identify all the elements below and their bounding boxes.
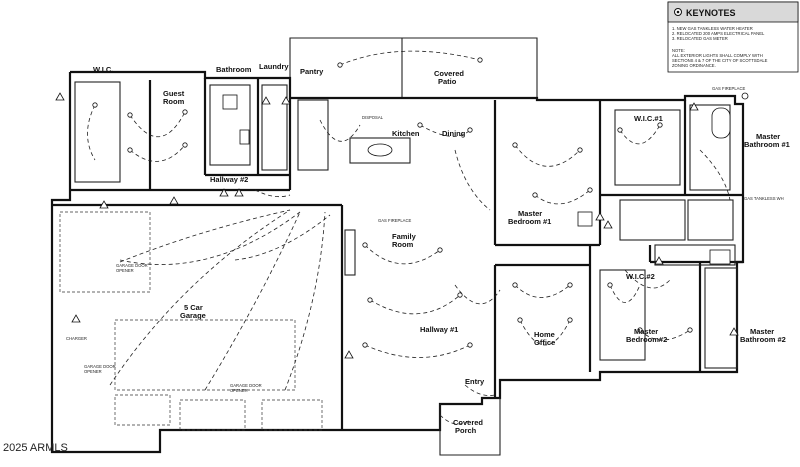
room-label-pantry: Pantry [300,67,324,76]
plan-annotations: GAS FIREPLACE GAS FIREPLACE GAS TANKLESS… [66,86,784,393]
room-label-kitchen: Kitchen [392,129,420,138]
annotation-gdo-1-line2: OPENER [116,268,134,273]
annotation-gdo-3-line2: OPENER [230,388,248,393]
room-label-garage-line2: Garage [180,311,206,320]
room-label-patio-line2: Patio [438,77,457,86]
keynote-item-3: 3. RELOCATED GAS METER [672,36,728,41]
room-label-laundry: Laundry [259,62,289,71]
room-label-bathroom: Bathroom [216,65,252,74]
annotation-gas-tankless: GAS TANKLESS WH [744,196,784,201]
room-label-master-bed-1-line2: Bedroom #1 [508,217,551,226]
room-labels: W.I.C. Guest Room Bathroom Laundry Pantr… [93,62,790,435]
keynotes-panel: KEYNOTES 1. NEW GAS TANKLESS WATER HEATE… [667,1,799,73]
annotation-gas-fireplace-family: GAS FIREPLACE [378,218,411,223]
note-line-3: ZONING ORDINANCE. [672,63,716,68]
room-label-wic-2: W.I.C.#2 [626,272,655,281]
exterior-walls [50,37,745,456]
room-label-master-bath-2-line2: Bathroom #2 [740,335,786,344]
room-label-guest-line1: Guest [163,89,185,98]
annotation-charger: CHARGER [66,336,87,341]
room-label-porch-line1: Covered [453,418,483,427]
keynote-triangles [55,92,739,359]
annotation-gas-fireplace-top: GAS FIREPLACE [712,86,745,91]
room-label-wic: W.I.C. [93,65,113,74]
electrical-wiring [87,50,731,425]
room-label-master-bath-1-line1: Master [756,132,780,141]
watermark-copyright: 2025 ARMLS [3,442,68,454]
light-fixtures [92,57,749,348]
room-label-master-bed-2-line1: Master [634,327,658,336]
room-label-master-bed-1-line1: Master [518,209,542,218]
room-label-office-line2: Office [534,338,555,347]
room-label-patio-line1: Covered [434,69,464,78]
room-label-master-bath-2-line1: Master [750,327,774,336]
room-label-family-line2: Room [392,240,414,249]
keynotes-title: KEYNOTES [686,8,736,18]
annotation-gdo-2-line1: GARAGE DOOR [84,364,116,369]
room-label-entry: Entry [465,377,485,386]
keynote-item-1: 1. NEW GAS TANKLESS WATER HEATER [672,26,753,31]
garage-vehicle-outlines [59,211,323,431]
room-label-dining: Dining [442,129,466,138]
room-label-family-line1: Family [392,232,417,241]
room-label-garage-line1: 5 Car [184,303,203,312]
room-label-master-bed-2-line2: Bedroom#2 [626,335,667,344]
room-label-guest-line2: Room [163,97,185,106]
annotation-gdo-3-line1: GARAGE DOOR [230,383,262,388]
room-label-office-line1: Home [534,330,555,339]
room-label-hallway-2: Hallway #2 [210,175,248,184]
room-label-hallway-1: Hallway #1 [420,325,458,334]
note-line-2: SECTIONS 4 & 7 OF THE CITY OF SCOTTSDALE [672,58,768,63]
room-label-master-bath-1-line2: Bathroom #1 [744,140,790,149]
interior-details [74,81,738,369]
note-heading: NOTE: [672,48,685,53]
annotation-gdo-2-line2: OPENER [84,369,102,374]
annotation-disposal: DISPOSAL [362,115,384,120]
annotation-gdo-1-line1: GARAGE DOOR [116,263,148,268]
room-label-porch-line2: Porch [455,426,477,435]
keynote-item-2: 2. RELOCATED 200 AMPS ELECTRICAL PANEL [672,31,765,36]
room-label-wic-1: W.I.C.#1 [634,114,663,123]
note-line-1: ALL EXTERIOR LIGHTS SHALL COMPLY WITH [672,53,763,58]
